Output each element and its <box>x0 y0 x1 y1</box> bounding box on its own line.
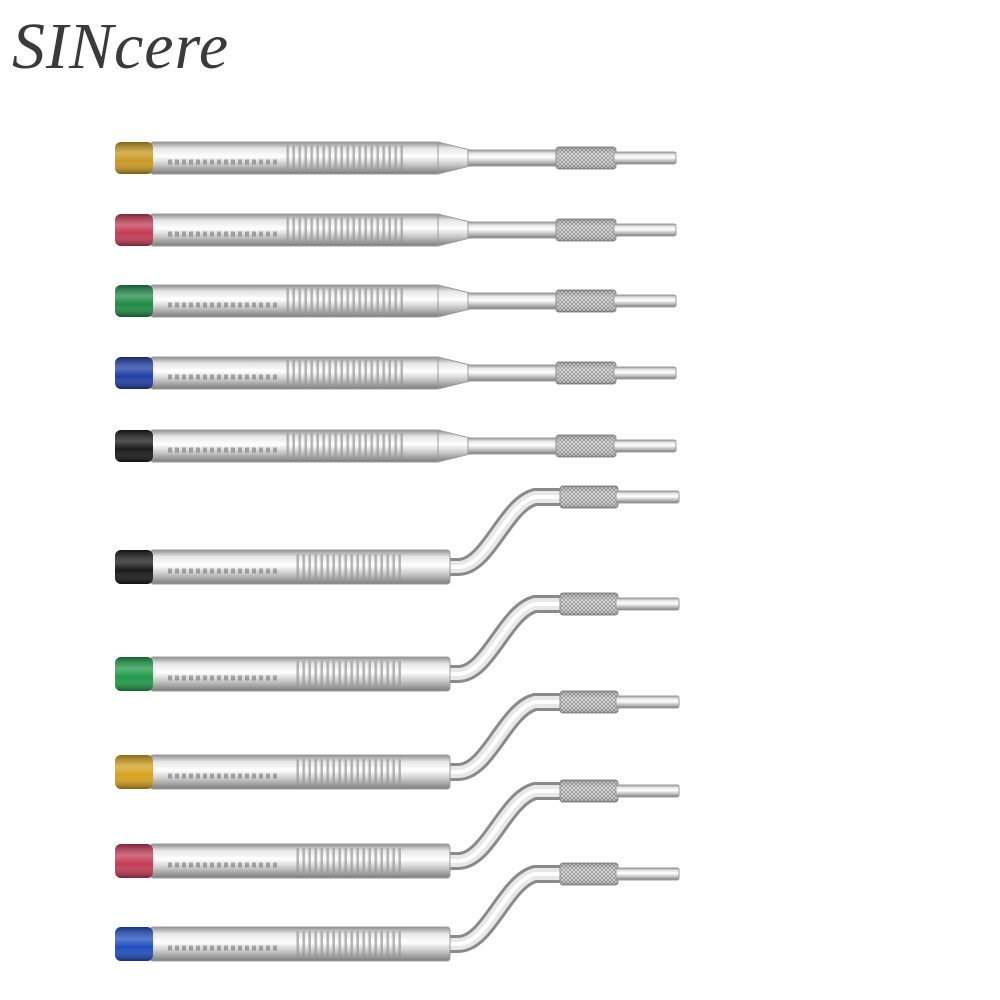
color-band <box>115 142 153 174</box>
offset-osteotome-3 <box>115 690 680 790</box>
straight-osteotome-1 <box>115 141 677 175</box>
straight-osteotome-4 <box>115 356 677 390</box>
color-band <box>115 214 153 246</box>
offset-osteotome-2 <box>115 592 680 692</box>
color-band <box>115 285 153 317</box>
straight-instruments <box>115 141 677 463</box>
straight-osteotome-5 <box>115 429 677 463</box>
offset-instruments <box>115 485 680 962</box>
brand-logo: SINcere <box>12 10 230 83</box>
offset-osteotome-5 <box>115 862 680 962</box>
offset-osteotome-4 <box>115 779 680 879</box>
color-band <box>115 357 153 389</box>
straight-osteotome-3 <box>115 284 677 318</box>
offset-osteotome-1 <box>115 485 680 585</box>
color-band <box>115 430 153 462</box>
straight-osteotome-2 <box>115 213 677 247</box>
